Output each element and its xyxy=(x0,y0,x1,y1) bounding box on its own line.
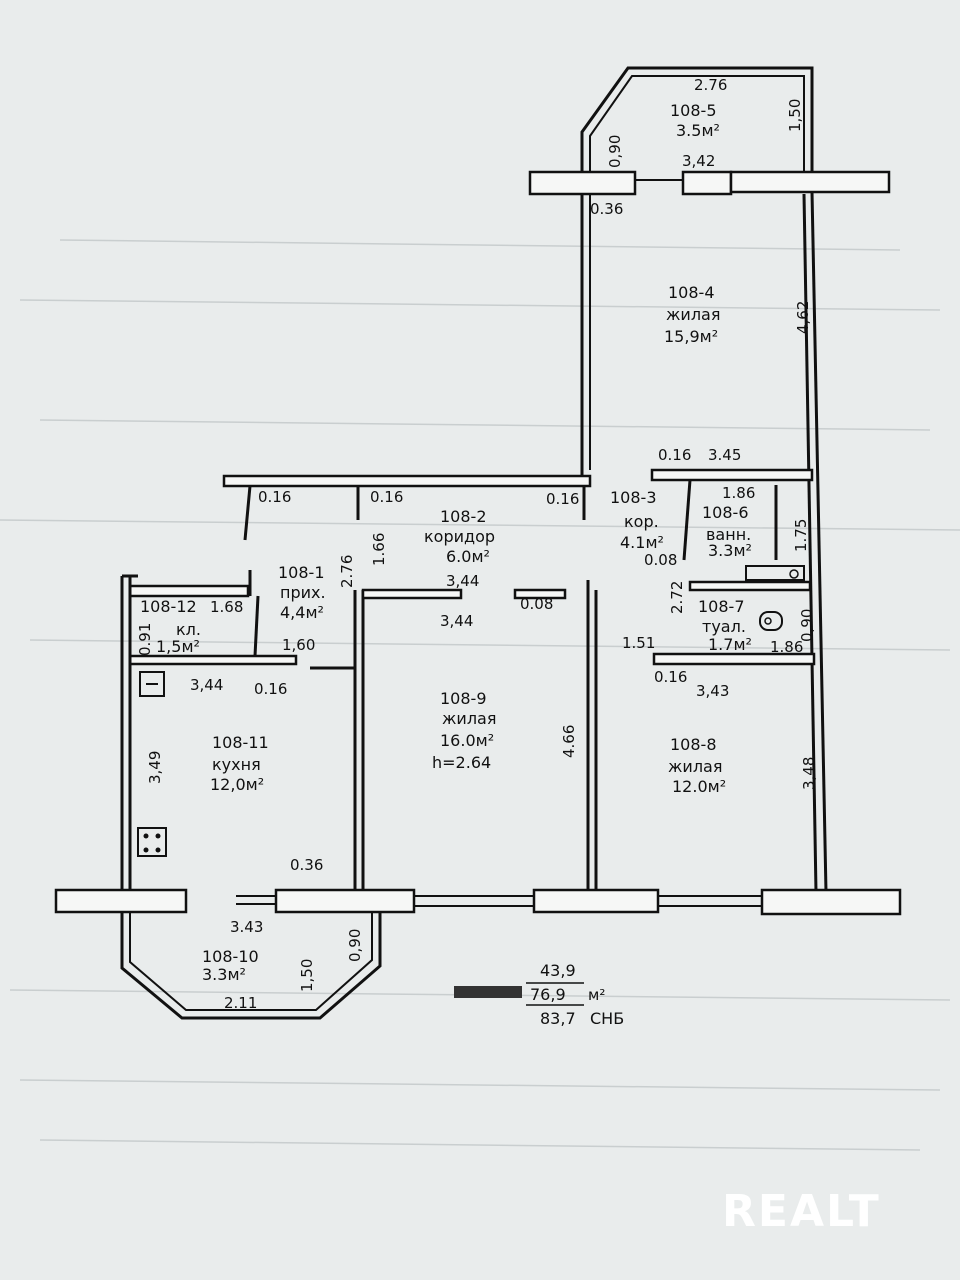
dim-label: 0,90 xyxy=(798,609,816,642)
room-108-5-id: 108-5 xyxy=(670,101,717,120)
dim-label: 4.66 xyxy=(560,725,578,758)
norm-label: СНБ xyxy=(590,1009,624,1028)
area-totals: 43,9 76,9 м² 83,7 СНБ xyxy=(454,961,624,1028)
room-108-5-area: 3.5м² xyxy=(676,121,720,140)
room-108-12-area: 1,5м² xyxy=(156,637,200,656)
dim-label: 1.86 xyxy=(722,484,755,502)
dim-label: 3,43 xyxy=(696,682,729,700)
dim-label: 0.16 xyxy=(254,680,287,698)
total-living: 43,9 xyxy=(540,961,576,980)
dim-label: 0,90 xyxy=(606,135,624,168)
dim-label: 3,48 xyxy=(800,757,818,790)
dim-label: 1,50 xyxy=(298,959,316,992)
dim-label: 4,62 xyxy=(794,301,812,334)
room-108-3-id: 108-3 xyxy=(610,488,657,507)
apartment-walls xyxy=(120,191,828,893)
dim-label: 3,49 xyxy=(146,751,164,784)
room-108-7-name: туал. xyxy=(702,617,746,636)
room-108-4-name: жилая xyxy=(666,305,720,324)
room-108-6-name: ванн. xyxy=(706,525,751,544)
top-wall-slab xyxy=(528,170,891,196)
total-unit: м² xyxy=(588,986,605,1004)
dim-label: 0.16 xyxy=(546,490,579,508)
dim-label: 3,44 xyxy=(446,572,479,590)
dim-label: 1,50 xyxy=(786,99,804,132)
room-108-4-area: 15,9м² xyxy=(664,327,718,346)
room-108-8-name: жилая xyxy=(668,757,722,776)
dim-label: 0.16 xyxy=(258,488,291,506)
dim-label: 1.75 xyxy=(792,519,810,552)
room-108-2-name: коридор xyxy=(424,527,495,546)
dim-label: 3,44 xyxy=(190,676,223,694)
room-108-9-height: h=2.64 xyxy=(432,753,491,772)
dim-label: 1.86 xyxy=(770,638,803,656)
room-labels: 108-5 3.5м² 108-4 жилая 15,9м² 108-2 кор… xyxy=(140,101,752,984)
room-108-2-id: 108-2 xyxy=(440,507,487,526)
room-108-11-area: 12,0м² xyxy=(210,775,264,794)
room-108-1-id: 108-1 xyxy=(278,563,325,582)
room-108-1-name: прих. xyxy=(280,583,326,602)
room-108-3-area: 4.1м² xyxy=(620,533,664,552)
scribble-mark xyxy=(454,986,522,998)
balcony-108-10 xyxy=(120,912,382,1020)
room-108-11-id: 108-11 xyxy=(212,733,269,752)
dim-label: 0.36 xyxy=(590,200,623,218)
dim-label: 0.08 xyxy=(644,551,677,569)
room-108-10-id: 108-10 xyxy=(202,947,259,966)
dim-label: 2.72 xyxy=(668,581,686,614)
room-108-7-area: 1.7м² xyxy=(708,635,752,654)
realt-logo: REALT xyxy=(722,1186,881,1237)
room-108-1-area: 4,4м² xyxy=(280,603,324,622)
dim-label: 1.66 xyxy=(370,533,388,566)
dimension-labels: 2.76 1,50 0,90 3,42 0.36 4,62 0.16 3.45 … xyxy=(136,76,818,1012)
room-108-12-name: кл. xyxy=(176,620,201,639)
total-with-balcony: 83,7 xyxy=(540,1009,576,1028)
dim-label: 0.91 xyxy=(136,623,154,656)
room-108-2-area: 6.0м² xyxy=(446,547,490,566)
room-108-7-id: 108-7 xyxy=(698,597,745,616)
room-108-4-id: 108-4 xyxy=(668,283,715,302)
dim-label: 2.76 xyxy=(694,76,727,94)
dim-label: 1,60 xyxy=(282,636,315,654)
balcony-108-5 xyxy=(580,66,814,172)
dim-label: 3,44 xyxy=(440,612,473,630)
dim-label: 0.36 xyxy=(290,856,323,874)
room-108-10-area: 3.3м² xyxy=(202,965,246,984)
fixtures xyxy=(137,565,805,857)
room-108-9-id: 108-9 xyxy=(440,689,487,708)
room-108-9-area: 16.0м² xyxy=(440,731,494,750)
dim-label: 3.43 xyxy=(230,918,263,936)
dim-label: 2.76 xyxy=(338,555,356,588)
room-108-6-id: 108-6 xyxy=(702,503,749,522)
dim-label: 0.16 xyxy=(654,668,687,686)
dim-label: 2.11 xyxy=(224,994,257,1012)
room-108-8-id: 108-8 xyxy=(670,735,717,754)
dim-label: 1.68 xyxy=(210,598,243,616)
dim-label: 0.16 xyxy=(658,446,691,464)
room-108-11-name: кухня xyxy=(212,755,261,774)
dim-label: 1.51 xyxy=(622,634,655,652)
room-108-6-area: 3.3м² xyxy=(708,541,752,560)
dim-label: 0,90 xyxy=(346,929,364,962)
dim-label: 3.45 xyxy=(708,446,741,464)
room-108-9-name: жилая xyxy=(442,709,496,728)
dim-label: 3,42 xyxy=(682,152,715,170)
room-108-8-area: 12.0м² xyxy=(672,777,726,796)
dim-label: 0.16 xyxy=(370,488,403,506)
bottom-wall-slab xyxy=(54,888,902,916)
dim-label: 0.08 xyxy=(520,595,553,613)
room-108-3-name: кор. xyxy=(624,512,659,531)
total-area: 76,9 xyxy=(530,985,566,1004)
room-108-12-id: 108-12 xyxy=(140,597,197,616)
